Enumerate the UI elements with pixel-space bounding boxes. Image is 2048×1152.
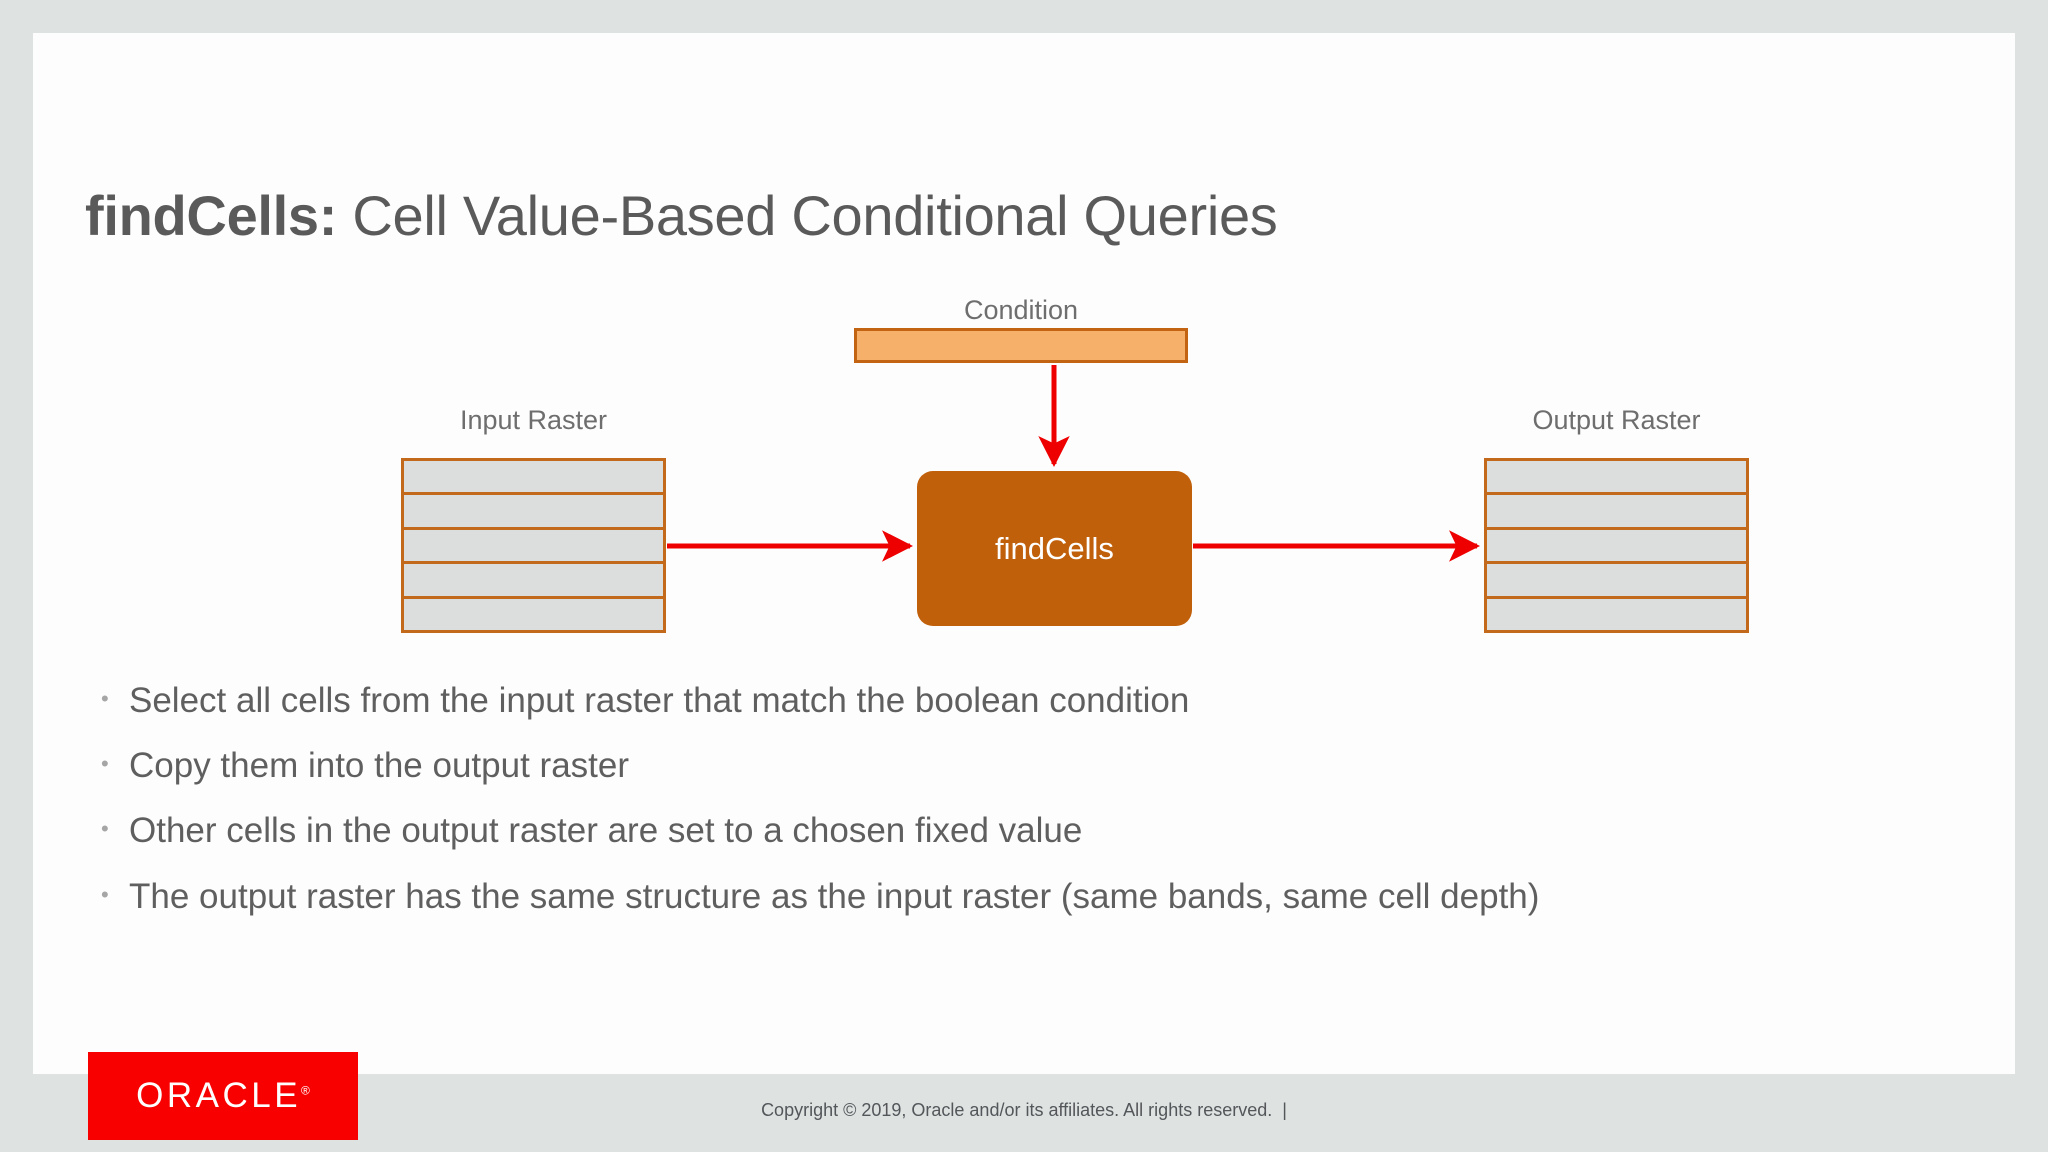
condition-label: Condition (963, 295, 1079, 325)
diagram-arrows (667, 365, 1481, 562)
output-raster-stack[interactable] (1484, 458, 1749, 633)
input-raster-stack[interactable] (401, 458, 666, 633)
list-item: • Select all cells from the input raster… (93, 678, 1953, 724)
bullet-list: • Select all cells from the input raster… (93, 678, 1953, 939)
slide-surface: findCells: Cell Value-Based Conditional … (33, 33, 2015, 1074)
title-emphasis: findCells: (85, 183, 338, 247)
findcells-process-node[interactable]: findCells (917, 471, 1192, 626)
raster-band (1487, 529, 1746, 565)
page-title: findCells: Cell Value-Based Conditional … (85, 184, 1885, 248)
input-raster-label: Input Raster (459, 405, 608, 435)
registered-trademark-icon: ® (301, 1083, 310, 1098)
list-item: • Copy them into the output raster (93, 743, 1953, 789)
list-item-text: Copy them into the output raster (129, 746, 629, 786)
raster-band (404, 461, 663, 496)
raster-band (1487, 461, 1746, 496)
title-remainder: Cell Value-Based Conditional Queries (337, 183, 1278, 247)
list-item: • Other cells in the output raster are s… (93, 808, 1953, 854)
oracle-logo: ORACLE® (88, 1052, 358, 1140)
list-item: • The output raster has the same structu… (93, 874, 1953, 920)
oracle-wordmark-text: ORACLE (136, 1076, 302, 1115)
raster-band (1487, 598, 1746, 631)
oracle-wordmark: ORACLE® (136, 1076, 310, 1116)
raster-band (1487, 495, 1746, 530)
raster-band (404, 598, 663, 631)
condition-box[interactable] (854, 328, 1188, 363)
copyright-notice: Copyright © 2019, Oracle and/or its affi… (761, 1100, 1287, 1120)
bullet-marker-icon: • (101, 686, 109, 711)
raster-band (404, 564, 663, 599)
list-item-text: Select all cells from the input raster t… (129, 681, 1190, 720)
process-diagram: Condition Input Raster findCells Output … (33, 33, 2015, 1074)
output-raster-label: Output Raster (1532, 405, 1701, 435)
list-item-text: Other cells in the output raster are set… (129, 811, 1083, 851)
list-item-text: The output raster has the same structure… (129, 876, 1540, 916)
raster-band (404, 529, 663, 565)
bullet-marker-icon: • (101, 816, 109, 842)
bullet-marker-icon: • (101, 751, 109, 777)
raster-band (404, 495, 663, 530)
raster-band (1487, 564, 1746, 599)
bullet-marker-icon: • (101, 881, 109, 907)
